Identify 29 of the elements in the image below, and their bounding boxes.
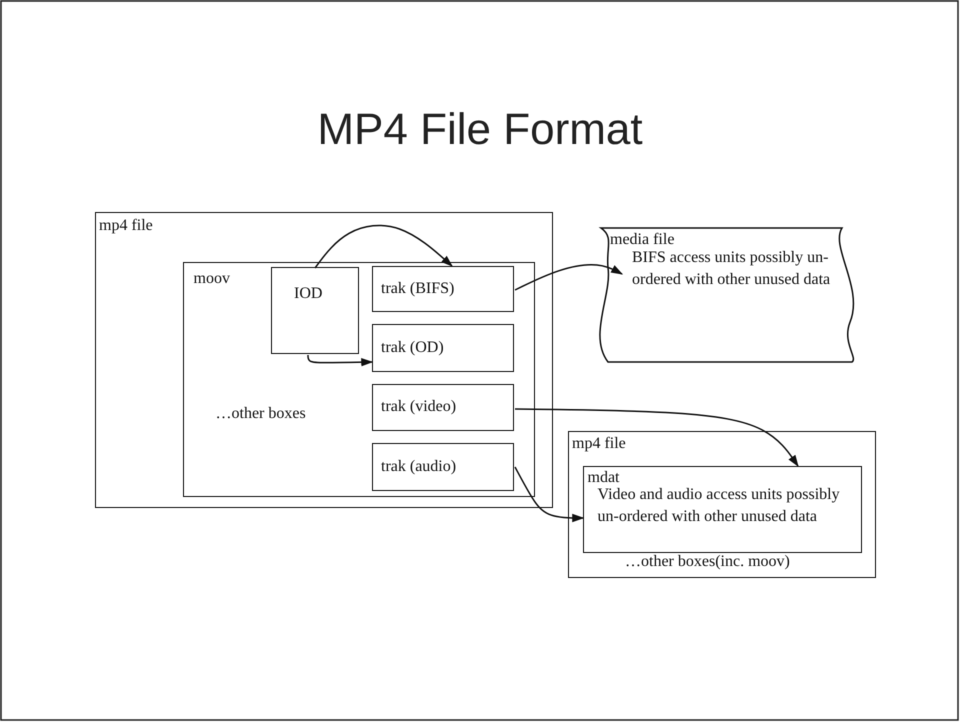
arrow [307,355,374,366]
container-box [182,262,534,496]
box [372,266,514,312]
box-label: IOD [294,284,322,304]
description-text: Video and audio access units possibly un-ordered with other unused data [598,484,841,526]
title: MP4 File Format [316,105,644,155]
box-label: mdat [588,468,620,488]
container-box [568,431,876,578]
arrow [514,466,584,522]
container-box [582,466,862,552]
box-label: trak (audio) [381,457,456,477]
box [372,384,514,431]
box-label: mp4 file [99,216,153,236]
box [271,267,359,354]
arrow [314,224,453,268]
box-label: trak (video) [381,397,456,417]
box [95,212,553,508]
box-label: moov [194,268,230,288]
description-text: …other boxes [216,404,306,424]
description-text: …other boxes(inc. moov) [625,552,790,572]
box-label: media file [610,230,674,250]
description-text: BIFS access units possibly un-ordered with other unused data [632,248,832,290]
box [372,443,514,491]
box-label: mp4 file [572,434,626,454]
box [372,324,514,372]
box-label: trak (BIFS) [381,279,454,299]
arrow [514,264,624,291]
box-label: trak (OD) [381,338,444,358]
arrow [515,408,799,467]
